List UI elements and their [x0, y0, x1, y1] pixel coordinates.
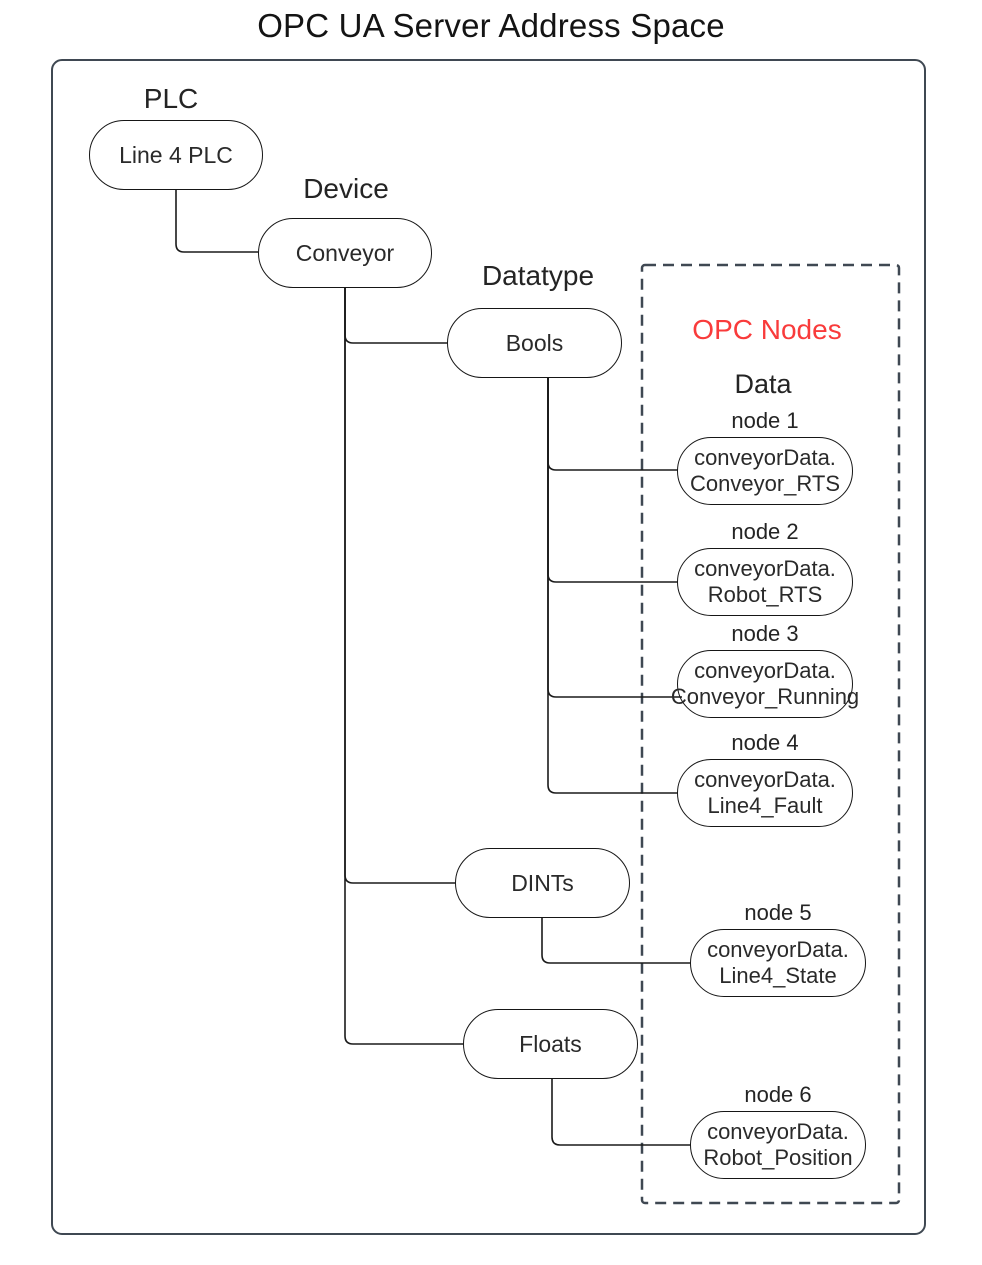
opc-node-pill-5: conveyorData. Line4_State: [690, 929, 866, 997]
opc-node-5-line2: Line4_State: [719, 963, 837, 988]
opc-node-label-5: node 5: [744, 900, 812, 925]
opc-node-label-6: node 6: [744, 1082, 812, 1107]
datatype-pill-bools: Bools: [447, 308, 622, 378]
opc-node-pill-6: conveyorData. Robot_Position: [690, 1111, 866, 1179]
device-node-text: Conveyor: [295, 239, 395, 266]
opc-node-label-4: node 4: [731, 730, 799, 755]
diagram-title: OPC UA Server Address Space: [257, 7, 725, 44]
opc-node-pill-3: conveyorData. Conveyor_Running: [671, 650, 859, 718]
opc-node-6-line2: Robot_Position: [703, 1145, 853, 1170]
opc-nodes-title: OPC Nodes: [692, 314, 842, 345]
opc-node-1-line2: Conveyor_RTS: [690, 471, 840, 496]
opc-node-1-line1: conveyorData.: [694, 445, 836, 470]
datatype-label: Datatype: [481, 260, 595, 291]
opc-node-pill-2: conveyorData. Robot_RTS: [677, 548, 853, 616]
datatype-dints-text: DINTs: [511, 869, 574, 896]
datatype-bools-text: Bools: [505, 329, 564, 356]
opc-node-5-line1: conveyorData.: [707, 937, 849, 962]
opc-node-pill-1: conveyorData. Conveyor_RTS: [677, 437, 853, 505]
data-label: Data: [734, 369, 792, 399]
address-space-border: [51, 59, 926, 1235]
datatype-pill-floats: Floats: [463, 1009, 638, 1079]
opc-node-label-2: node 2: [731, 519, 799, 544]
plc-node-text: Line 4 PLC: [119, 141, 233, 168]
opc-node-4-line2: Line4_Fault: [707, 793, 823, 818]
plc-label: PLC: [143, 83, 199, 114]
opc-node-label-1: node 1: [731, 408, 799, 433]
opc-node-label-3: node 3: [731, 621, 799, 646]
opc-node-pill-4: conveyorData. Line4_Fault: [677, 759, 853, 827]
device-label: Device: [303, 173, 389, 204]
opc-node-2-line2: Robot_RTS: [707, 582, 823, 607]
device-node-pill: Conveyor: [258, 218, 432, 288]
plc-node-pill: Line 4 PLC: [89, 120, 263, 190]
datatype-floats-text: Floats: [519, 1030, 582, 1057]
opc-node-6-line1: conveyorData.: [707, 1119, 849, 1144]
opc-node-4-line1: conveyorData.: [694, 767, 836, 792]
opc-node-2-line1: conveyorData.: [694, 556, 836, 581]
opc-node-3-line2: Conveyor_Running: [670, 684, 860, 709]
datatype-pill-dints: DINTs: [455, 848, 630, 918]
opc-node-3-line1: conveyorData.: [694, 658, 836, 683]
